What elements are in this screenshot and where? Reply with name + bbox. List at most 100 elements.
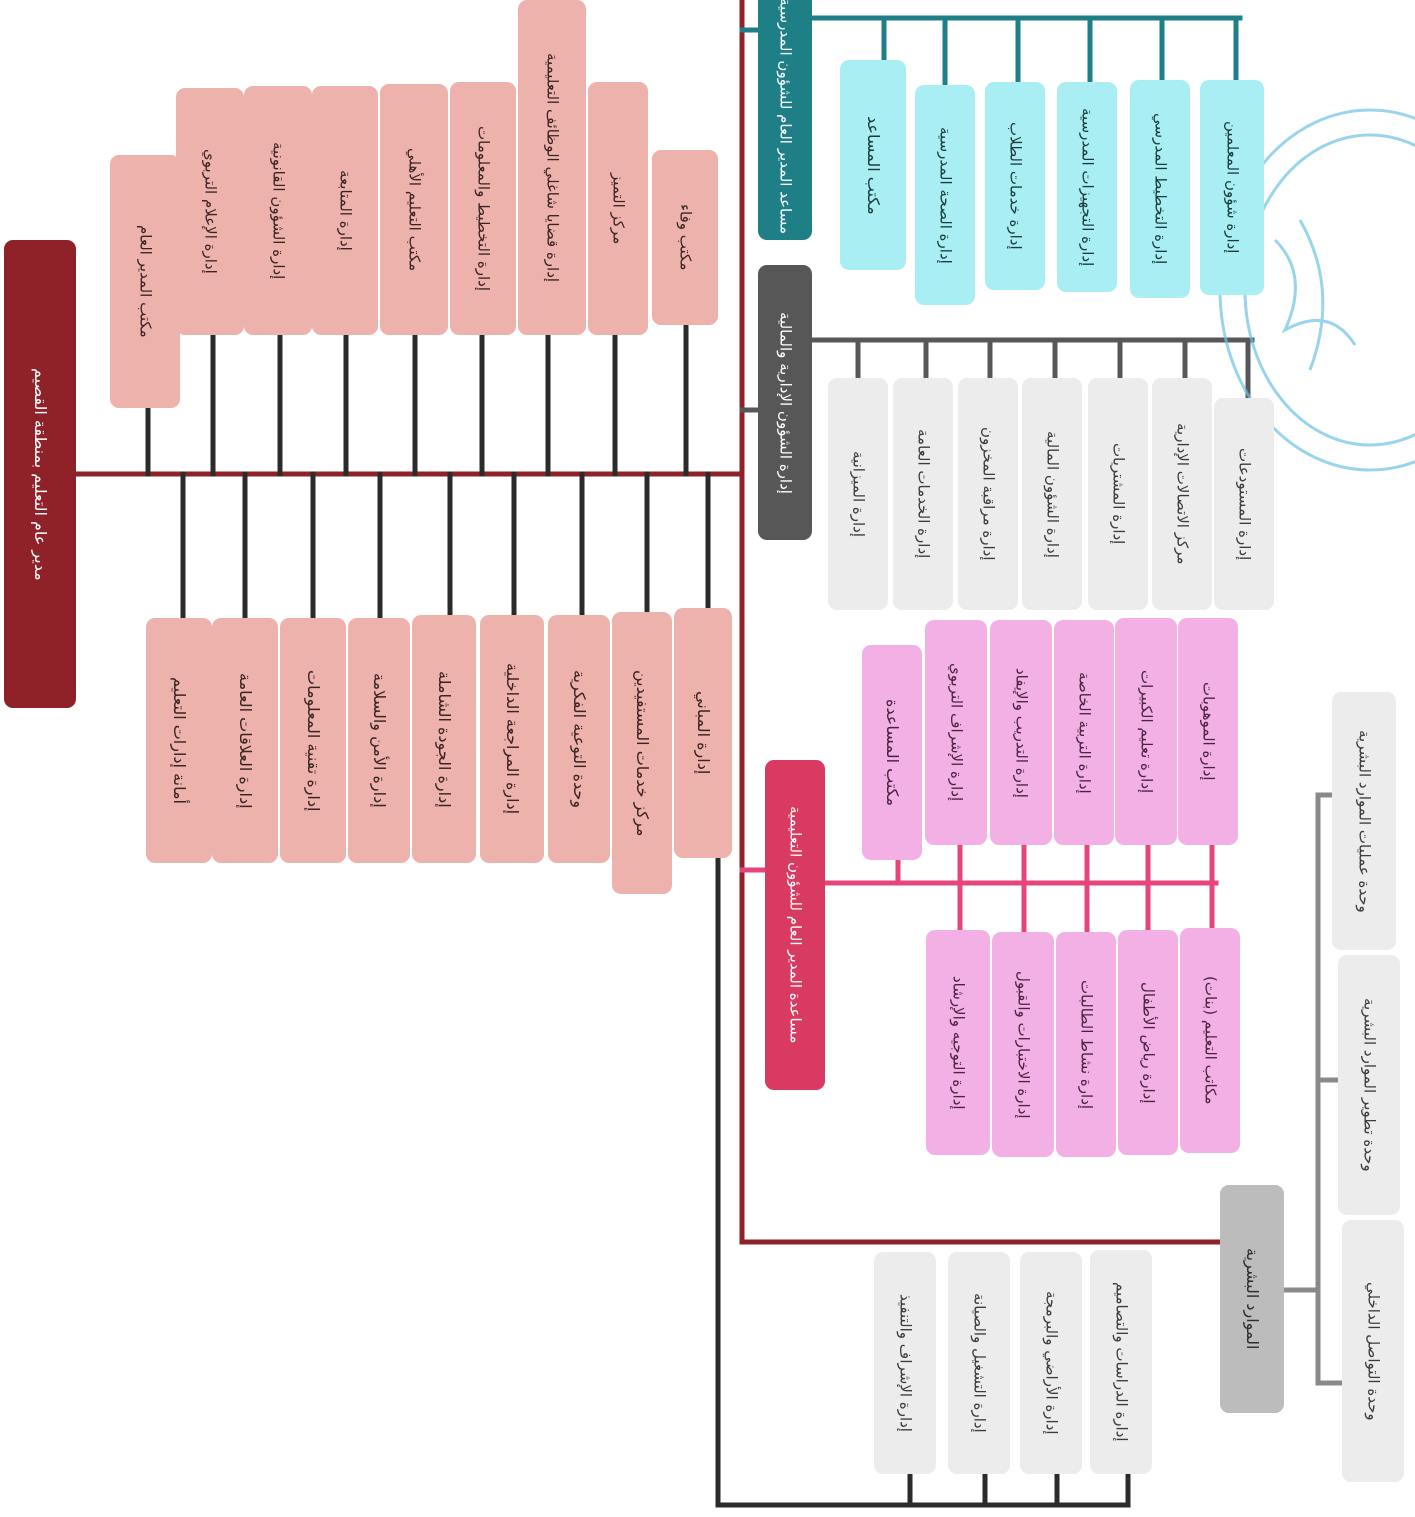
unit-label: مركز خدمات المستفيدين: [633, 669, 653, 837]
unit-label: إدارة الشؤون الإدارية والمالية: [776, 311, 795, 494]
unit-label: إدارة الإشراف والتنفيذ: [896, 1294, 915, 1432]
office-box: إدارة المتابعة: [312, 86, 378, 335]
office-box: مكتب المدير العام: [110, 155, 180, 408]
unit-label: إدارة التدريب والإيفاد: [1012, 667, 1031, 798]
office-box: إدارة المراجعة الداخلية: [480, 615, 544, 863]
admin-finance-head: إدارة الشؤون الإدارية والمالية: [758, 265, 812, 540]
unit-label: مركز التميز: [609, 172, 628, 245]
unit-label: مكتب المساعد: [864, 115, 884, 215]
unit-label: إدارة المراجعة الداخلية: [503, 663, 523, 815]
unit-label: إدارة التجهيزات المدرسية: [1078, 107, 1097, 267]
education-affairs-unit: إدارة التربية الخاصة: [1054, 620, 1114, 845]
unit-label: إدارة الإشراف التربوي: [947, 663, 966, 802]
unit-label: إدارة شؤون المعلمين: [1223, 121, 1242, 254]
unit-label: وحدة تطوير الموارد البشرية: [1360, 998, 1379, 1172]
unit-label: أمانة إدارات التعليم: [170, 677, 190, 804]
unit-label: إدارة مراقبة المخزون: [979, 427, 998, 561]
office-box: إدارة العلاقات العامة: [212, 618, 278, 863]
unit-label: إدارة نشاط الطالبات: [1077, 979, 1096, 1110]
admin-finance-unit: مركز الاتصالات الإدارية: [1152, 378, 1212, 610]
school-affairs-head: مساعد المدير العام للشؤون المدرسية: [758, 0, 812, 240]
unit-label: إدارة رياض الأطفال: [1139, 981, 1158, 1104]
unit-label: مكاتب التعليم (بنات): [1201, 976, 1220, 1105]
buildings-unit: إدارة الدراسات والتصاميم: [1090, 1250, 1152, 1474]
education-affairs-unit: مكاتب التعليم (بنات): [1180, 928, 1240, 1153]
education-affairs-unit: إدارة الإشراف التربوي: [925, 620, 987, 845]
admin-finance-unit: إدارة الميزانية: [828, 378, 888, 610]
education-affairs-unit: إدارة الاختبارات والقبول: [992, 932, 1054, 1157]
office-box: وحدة التوعية الفكرية: [548, 615, 610, 863]
unit-label: إدارة الشؤون المالية: [1043, 430, 1062, 558]
school-affairs-unit: إدارة الصحة المدرسية: [915, 85, 975, 305]
office-box: مركز خدمات المستفيدين: [612, 612, 672, 894]
education-affairs-unit: إدارة الموهوبات: [1178, 618, 1238, 845]
office-box: إدارة الأمن والسلامة: [348, 618, 410, 863]
unit-label: إدارة العلاقات العامة: [236, 672, 256, 809]
school-affairs-unit: إدارة التخطيط المدرسي: [1130, 80, 1190, 298]
buildings-unit: إدارة الإشراف والتنفيذ: [874, 1252, 936, 1474]
admin-finance-unit: إدارة المستودعات: [1214, 398, 1274, 610]
hr-unit: وحدة التواصل الداخلي: [1342, 1220, 1404, 1482]
unit-label: إدارة الشؤون القانونية: [269, 141, 288, 280]
education-affairs-unit: إدارة رياض الأطفال: [1118, 930, 1178, 1155]
buildings-unit: إدارة الأراضي والبرمجة: [1020, 1252, 1082, 1474]
unit-label: وحدة عمليات الموارد البشرية: [1355, 729, 1374, 913]
education-affairs-unit: إدارة التدريب والإيفاد: [990, 620, 1052, 845]
buildings-unit: إدارة التشغيل والصيانة: [948, 1252, 1010, 1474]
unit-label: وحدة التوعية الفكرية: [570, 669, 590, 809]
unit-label: مكتب وفاء: [676, 204, 695, 271]
school-affairs-unit: إدارة التجهيزات المدرسية: [1057, 82, 1117, 292]
office-box: إدارة قضايا شاغلي الوظائف التعليمية: [518, 0, 586, 335]
office-box: إدارة المباني: [674, 608, 732, 858]
education-affairs-unit: إدارة تعليم الكبيرات: [1115, 618, 1177, 845]
office-box: إدارة التخطيط والمعلومات: [450, 82, 516, 335]
human-resources-head: الموارد البشرية: [1220, 1185, 1284, 1413]
unit-label: إدارة خدمات الطلاب: [1006, 122, 1025, 250]
unit-label: إدارة تقنية المعلومات: [304, 669, 324, 812]
unit-label: إدارة التخطيط المدرسي: [1151, 113, 1170, 265]
unit-label: الموارد البشرية: [1243, 1248, 1263, 1350]
admin-finance-unit: إدارة المشتريات: [1088, 378, 1148, 610]
director-general-label: مدير عام التعليم بمنطقة القصيم: [31, 367, 51, 581]
unit-label: مكتب المدير العام: [136, 225, 155, 338]
unit-label: إدارة التوجيه والإرشاد: [949, 975, 968, 1110]
office-box: إدارة الجودة الشاملة: [412, 615, 476, 863]
unit-label: إدارة الدراسات والتصاميم: [1112, 1282, 1131, 1442]
admin-finance-unit: إدارة الشؤون المالية: [1022, 378, 1082, 610]
unit-label: إدارة قضايا شاغلي الوظائف التعليمية: [543, 52, 562, 283]
hr-unit: وحدة تطوير الموارد البشرية: [1338, 955, 1400, 1215]
admin-finance-unit: إدارة مراقبة المخزون: [958, 378, 1018, 610]
office-box: مكتب التعليم الأهلي: [380, 84, 448, 335]
unit-label: إدارة التربية الخاصة: [1075, 671, 1094, 794]
office-box: أمانة إدارات التعليم: [146, 618, 212, 863]
unit-label: إدارة المتابعة: [336, 170, 355, 251]
school-affairs-unit: مكتب المساعد: [840, 60, 906, 270]
office-box: إدارة الشؤون القانونية: [244, 86, 312, 335]
unit-label: إدارة الإعلام التربوي: [201, 149, 220, 274]
education-affairs-head: مساعدة المدير العام للشؤون التعليمية: [765, 760, 825, 1090]
unit-label: إدارة تعليم الكبيرات: [1137, 669, 1156, 794]
school-affairs-unit: إدارة خدمات الطلاب: [985, 82, 1045, 290]
unit-label: إدارة التخطيط والمعلومات: [474, 126, 493, 291]
unit-label: إدارة الأراضي والبرمجة: [1042, 1291, 1061, 1435]
unit-label: إدارة الأمن والسلامة: [370, 673, 390, 808]
unit-label: مكتب المساعدة: [883, 698, 903, 807]
unit-label: إدارة الميزانية: [849, 450, 868, 537]
admin-finance-unit: إدارة الخدمات العامة: [893, 378, 953, 610]
unit-label: إدارة الاختبارات والقبول: [1014, 970, 1033, 1119]
office-box: إدارة تقنية المعلومات: [280, 618, 346, 863]
office-box: إدارة الإعلام التربوي: [176, 88, 244, 335]
hr-unit: وحدة عمليات الموارد البشرية: [1332, 692, 1396, 950]
unit-label: مركز الاتصالات الإدارية: [1173, 423, 1192, 565]
unit-label: إدارة الصحة المدرسية: [936, 126, 955, 264]
office-box: مكتب وفاء: [652, 150, 718, 325]
office-box: مركز التميز: [588, 82, 648, 335]
director-general-box: مدير عام التعليم بمنطقة القصيم: [4, 240, 76, 708]
unit-label: إدارة المستودعات: [1235, 447, 1254, 561]
education-affairs-unit: مكتب المساعدة: [862, 645, 922, 860]
education-affairs-unit: إدارة نشاط الطالبات: [1056, 932, 1116, 1157]
unit-label: إدارة الخدمات العامة: [914, 429, 933, 559]
unit-label: وحدة التواصل الداخلي: [1364, 1281, 1383, 1421]
unit-label: إدارة المشتريات: [1109, 443, 1128, 545]
